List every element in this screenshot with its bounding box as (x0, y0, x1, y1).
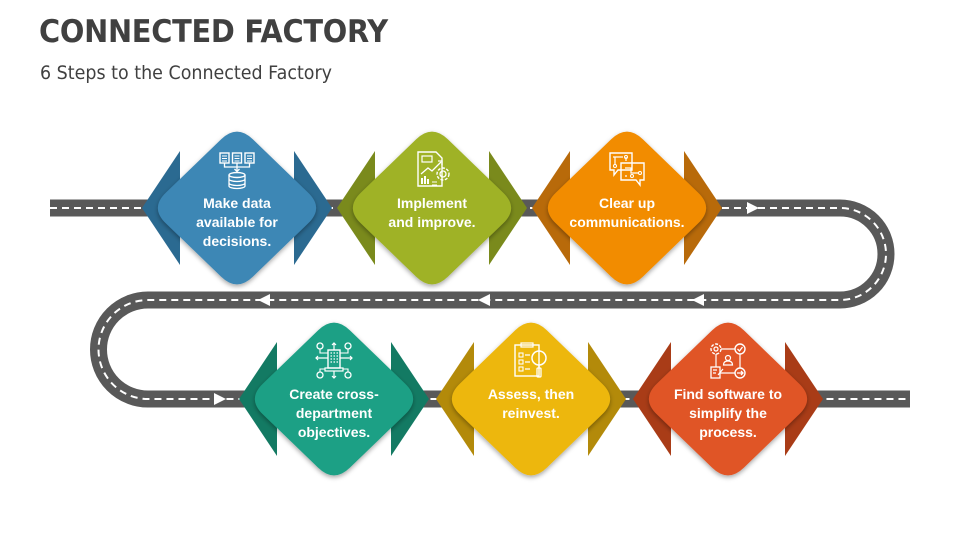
step-4-label-line: department (295, 405, 373, 421)
step-3-label-line: communications. (569, 214, 685, 230)
step-2-label: Implement and improve. (367, 194, 497, 232)
step-6-diamond (633, 322, 823, 476)
road-lane-markings (50, 207, 910, 400)
step-3-label: Clear up communications. (562, 194, 692, 232)
step-2-label-line: Implement (396, 195, 467, 211)
step-1-label: Make data available for decisions. (172, 194, 302, 251)
direction-arrow-left-icon (478, 294, 490, 306)
step-6-label: Find software to simplify the process. (663, 385, 793, 442)
step-1-label-line: available for (196, 214, 278, 230)
direction-arrows (214, 202, 759, 405)
direction-arrow-left-icon (692, 294, 704, 306)
report-chart-gear-icon (417, 151, 450, 187)
step-3-shape (547, 131, 707, 285)
road (50, 199, 910, 408)
checklist-magnifier-icon (514, 342, 547, 378)
workflow-process-icon (710, 343, 746, 379)
direction-arrow-right-icon (747, 202, 759, 214)
step-5-shape (451, 322, 611, 476)
step-6-label-line: process. (699, 424, 757, 440)
page-title: CONNECTED FACTORY (39, 14, 388, 50)
direction-arrow-right-icon (214, 393, 226, 405)
step-1-label-line: decisions. (202, 233, 272, 249)
step-5-label: Assess, then reinvest. (466, 385, 596, 423)
step-5-label-line: Assess, then (487, 386, 575, 402)
step-4-label-line: objectives. (297, 424, 371, 440)
database-documents-icon (219, 152, 255, 190)
step-2-label-line: and improve. (388, 214, 476, 230)
step-1-diamond (142, 131, 332, 285)
step-1-label-line: Make data (203, 195, 271, 211)
step-5-diamond (436, 322, 626, 476)
step-5-label-line: reinvest. (502, 405, 560, 421)
step-4-shape (254, 322, 414, 476)
step-3-label-line: Clear up (598, 195, 655, 211)
step-1-shape (157, 131, 317, 285)
step-2-shape (352, 131, 512, 285)
page-subtitle: 6 Steps to the Connected Factory (40, 62, 333, 84)
step-2-diamond (337, 131, 527, 285)
direction-arrow-left-icon (258, 294, 270, 306)
step-6-shape (648, 322, 808, 476)
step-3-diamond (532, 131, 722, 285)
step-4-diamond (239, 322, 429, 476)
step-4-label-line: Create cross- (289, 386, 379, 402)
step-6-label-line: Find software to (673, 386, 783, 402)
chat-bubbles-circuit-icon (609, 152, 645, 187)
building-network-icon (315, 342, 353, 379)
step-4-label: Create cross-department objectives. (269, 385, 399, 442)
step-6-label-line: simplify the (689, 405, 767, 421)
